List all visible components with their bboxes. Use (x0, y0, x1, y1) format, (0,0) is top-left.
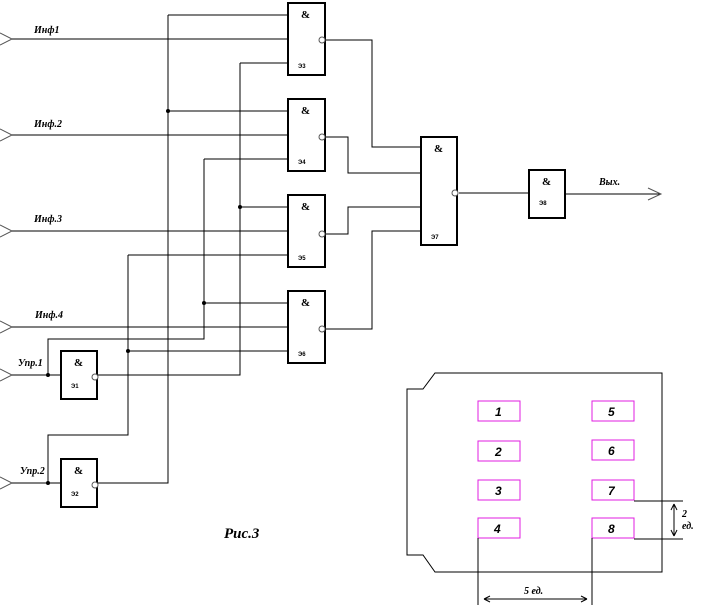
svg-text:&: & (74, 357, 83, 369)
gate-2: & Э4 (287, 98, 326, 172)
dim-vertical-unit: ед. (682, 521, 694, 532)
figure-caption: Рис.3 (224, 526, 260, 542)
pad-label: 8 (608, 522, 615, 536)
svg-text:&: & (301, 297, 310, 309)
svg-text:Э6: Э6 (298, 352, 306, 358)
wires (12, 14, 663, 485)
gate-upr2: & Э2 (60, 458, 99, 508)
pad-label: 5 (608, 405, 615, 419)
dim-vertical-value: 2 (681, 509, 687, 520)
gate-4: & Э6 (287, 290, 326, 364)
board: 1 2 3 4 5 6 7 8 5 ед. 2 ед. (406, 372, 694, 605)
svg-text:&: & (301, 201, 310, 213)
label-upr1: Упр.1 (18, 358, 43, 369)
pad-label: 1 (495, 405, 502, 419)
svg-text:&: & (74, 465, 83, 477)
dimensions: 5 ед. 2 ед. (477, 500, 694, 605)
gate-big: & Э7 (420, 136, 459, 246)
label-inf2: Инф.2 (33, 119, 62, 130)
svg-text:Э8: Э8 (539, 201, 547, 207)
label-inf4: Инф.4 (34, 310, 63, 321)
label-output: Вых. (598, 177, 620, 188)
pad-label: 7 (608, 484, 616, 498)
pad-label: 3 (495, 484, 502, 498)
svg-text:&: & (301, 105, 310, 117)
pad-label: 2 (494, 445, 502, 459)
svg-text:&: & (301, 9, 310, 21)
input-connectors (0, 32, 14, 490)
pad-label: 4 (493, 522, 501, 536)
label-inf3: Инф.3 (33, 214, 62, 225)
gate-upr1: & Э1 (60, 350, 99, 400)
svg-text:Э7: Э7 (431, 235, 439, 241)
svg-text:Э3: Э3 (298, 64, 306, 70)
gate-1: & Э3 (287, 2, 326, 76)
svg-text:Э1: Э1 (71, 384, 79, 390)
gate-out: & Э8 (528, 169, 566, 219)
svg-text:Э5: Э5 (298, 256, 306, 262)
pads: 1 2 3 4 5 6 7 8 (477, 400, 635, 539)
pad-label: 6 (608, 444, 615, 458)
svg-text:&: & (434, 143, 443, 155)
gate-3: & Э5 (287, 194, 326, 268)
svg-text:&: & (542, 176, 551, 188)
svg-text:Э2: Э2 (71, 492, 79, 498)
svg-text:Э4: Э4 (298, 160, 306, 166)
label-inf1: Инф1 (33, 25, 60, 36)
label-upr2: Упр.2 (20, 466, 45, 477)
dim-horizontal-label: 5 ед. (524, 586, 543, 597)
